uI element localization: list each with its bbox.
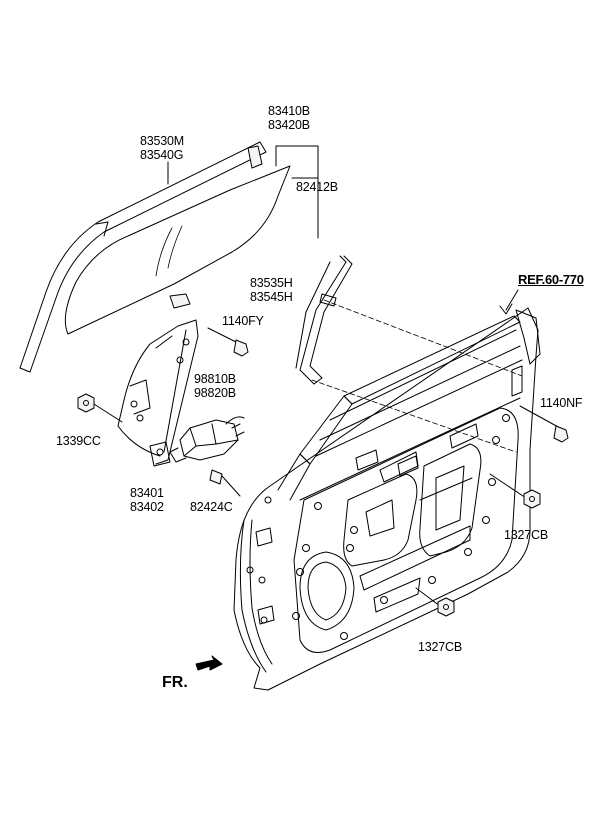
window-regulator (117, 319, 199, 467)
bolt-1140nf (519, 405, 569, 443)
callout-83535h: 83535H (250, 276, 293, 290)
callout-1327cb-lower: 1327CB (418, 640, 462, 654)
callout-83410b: 83410B (268, 104, 310, 118)
ref-arrow-head (499, 303, 513, 315)
bolt-1140fy (207, 327, 249, 357)
callout-98810b: 98810B (194, 372, 236, 386)
door-glass (64, 165, 291, 335)
front-arrow-icon (195, 655, 223, 671)
callout-98820b: 98820B (194, 386, 236, 400)
nut-1327cb-lower (415, 587, 455, 617)
callout-1140nf: 1140NF (540, 396, 583, 410)
callout-83401: 83401 (130, 486, 164, 500)
callout-83530m: 83530M (140, 134, 184, 148)
front-marker-label: FR. (162, 674, 188, 691)
callout-83545h: 83545H (250, 290, 293, 304)
glass-run-channel (19, 141, 267, 373)
callout-1140fy: 1140FY (222, 314, 264, 328)
callout-82412b: 82412B (296, 180, 338, 194)
ref-callout: REF.60-770 (518, 272, 584, 287)
grommet-82424c (209, 469, 241, 497)
assembly-lines (311, 299, 523, 453)
callout-1327cb-upper: 1327CB (504, 528, 548, 542)
callout-83540g: 83540G (140, 148, 184, 162)
callout-83402: 83402 (130, 500, 164, 514)
window-motor (169, 416, 245, 463)
callout-83420b: 83420B (268, 118, 310, 132)
ref-leader (505, 289, 519, 311)
nut-1339cc (77, 393, 123, 423)
nut-1327cb-upper (489, 473, 541, 509)
door-shell (233, 307, 541, 691)
rear-channel (295, 255, 353, 385)
callout-1339cc: 1339CC (56, 434, 101, 448)
glass-callout-leader (275, 145, 319, 239)
callout-82424c: 82424C (190, 500, 233, 514)
